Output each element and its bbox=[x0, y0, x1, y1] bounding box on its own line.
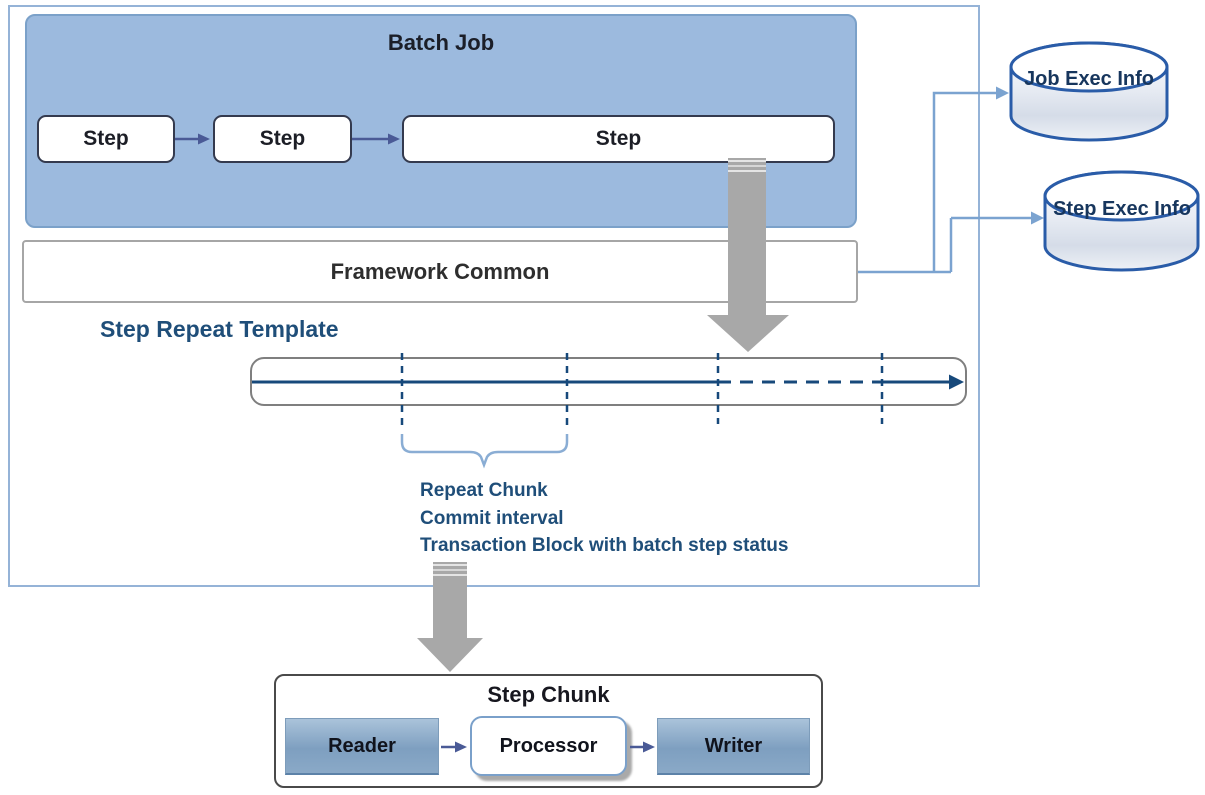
batch-job-title: Batch Job bbox=[387, 30, 495, 55]
chunk-annotation: Repeat Chunk Commit interval Transaction… bbox=[420, 477, 788, 560]
step-exec-info-label: Step Exec Info bbox=[1053, 198, 1191, 220]
reader-box: Reader bbox=[285, 718, 439, 775]
step-box-2: Step bbox=[213, 115, 352, 163]
annotation-line-3: Transaction Block with batch step status bbox=[420, 535, 789, 556]
step-exec-cylinder bbox=[1043, 170, 1200, 272]
framework-common-box: Framework Common bbox=[22, 240, 858, 303]
repeat-timeline-box bbox=[250, 357, 967, 406]
step-box-3: Step bbox=[402, 115, 835, 163]
annotation-line-1: Repeat Chunk bbox=[420, 480, 548, 501]
job-exec-cylinder bbox=[1009, 41, 1169, 142]
processor-box: Processor bbox=[470, 716, 627, 776]
step-box-1: Step bbox=[37, 115, 175, 163]
step-chunk-title: Step Chunk bbox=[487, 682, 610, 707]
step-repeat-template-label: Step Repeat Template bbox=[100, 316, 339, 342]
job-exec-info-label: Job Exec Info bbox=[1023, 68, 1155, 90]
annotation-line-2: Commit interval bbox=[420, 507, 564, 529]
writer-box: Writer bbox=[657, 718, 810, 775]
